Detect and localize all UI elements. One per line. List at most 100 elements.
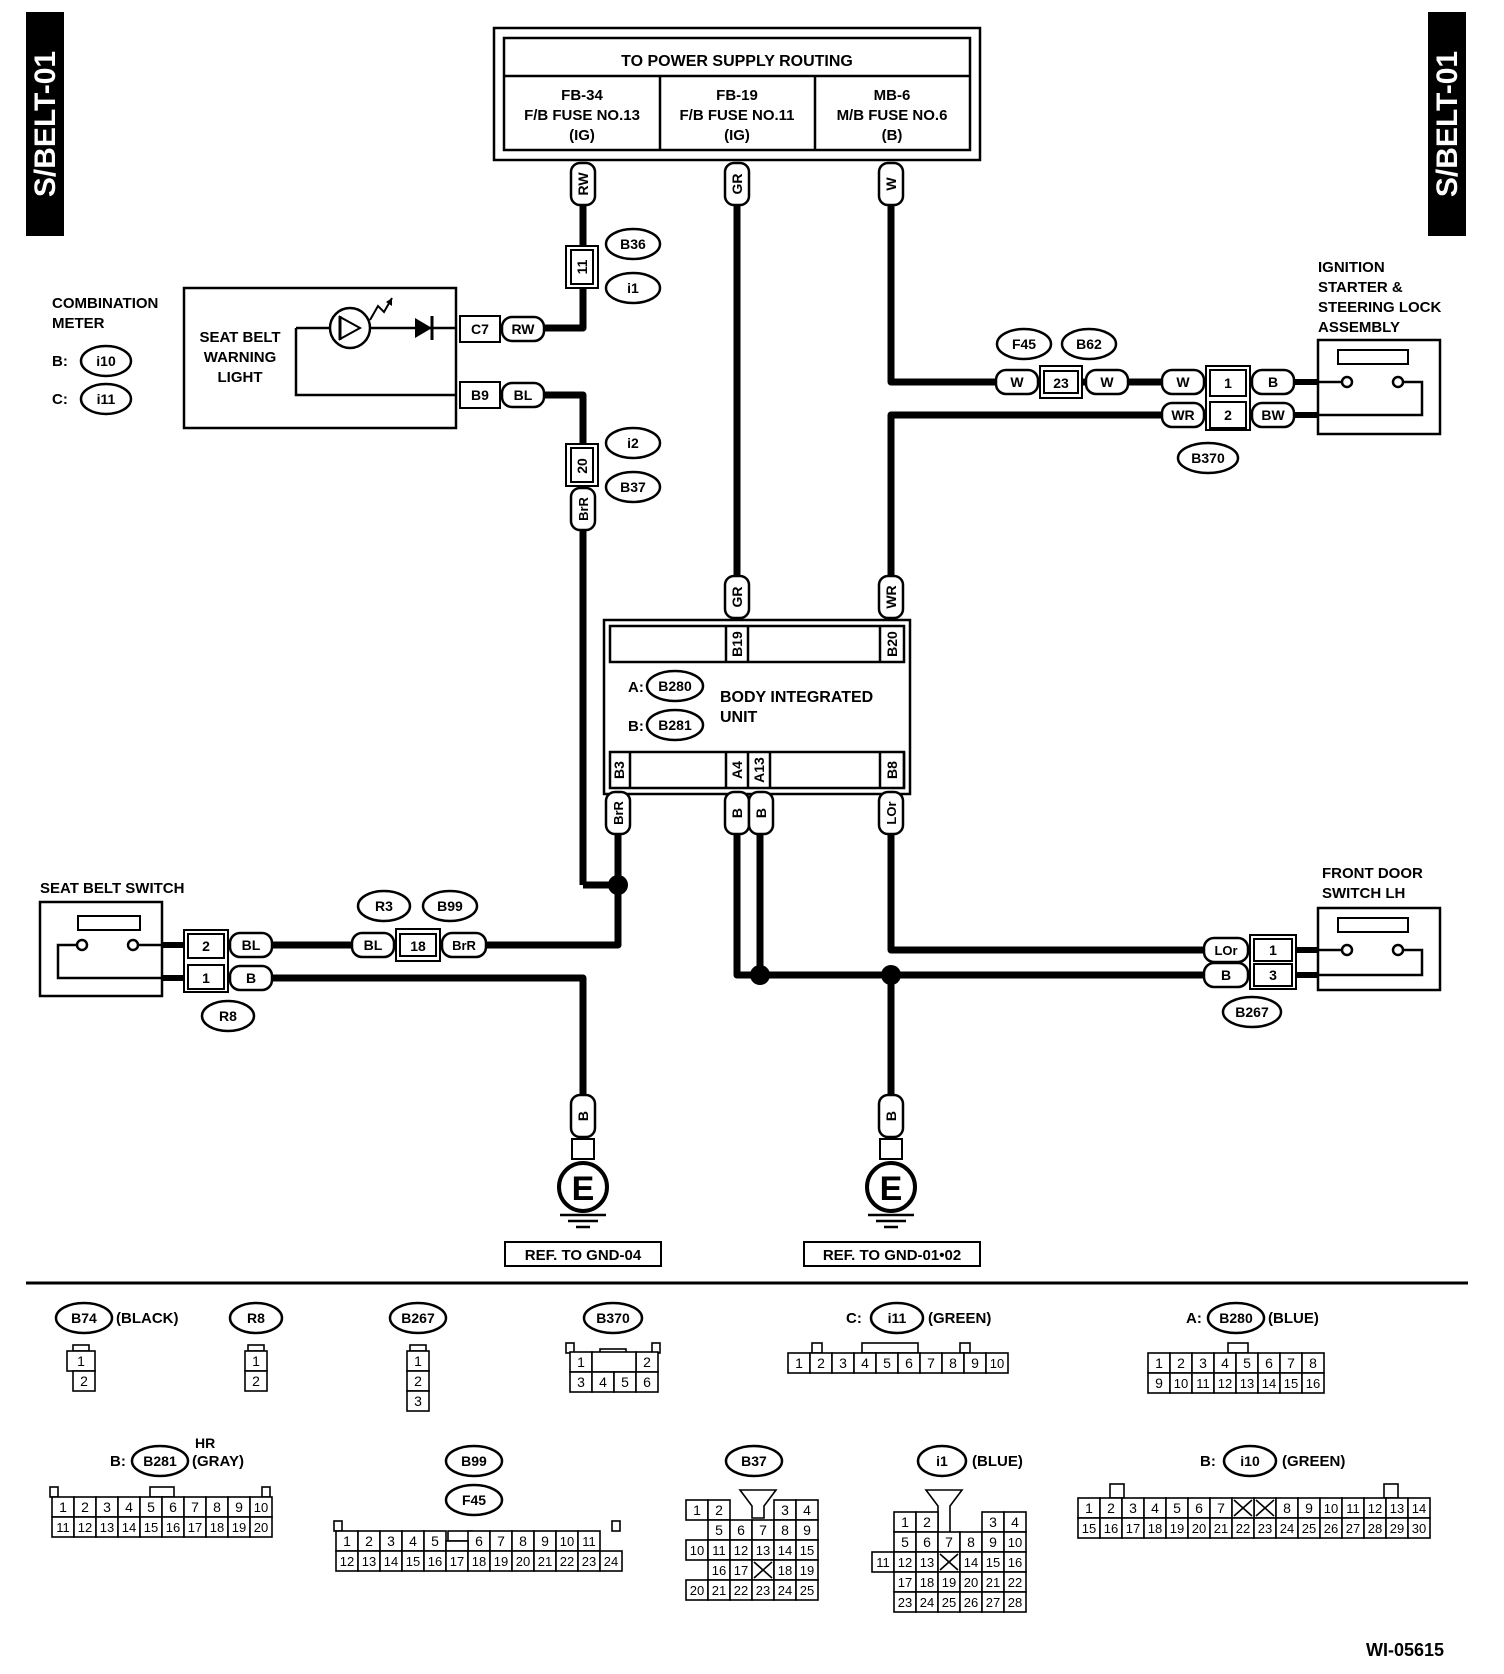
legend-pin-number: 7 — [497, 1533, 505, 1549]
svg-text:B:: B: — [110, 1453, 126, 1470]
svg-text:i11: i11 — [888, 1310, 907, 1326]
legend-pin-number: 4 — [803, 1502, 811, 1518]
inline-connector-18: 18 — [395, 928, 441, 962]
legend-pin-number: 14 — [1262, 1376, 1276, 1391]
wire-label-rw: RW — [500, 315, 546, 343]
svg-text:BrR: BrR — [611, 800, 626, 824]
svg-text:R3: R3 — [375, 898, 393, 914]
legend-pin-number: 25 — [800, 1583, 814, 1598]
svg-text:B: B — [753, 808, 769, 818]
connector-b99: B99 — [421, 889, 479, 923]
legend-pin-cell — [445, 1540, 469, 1552]
pin-b20: B20 — [884, 631, 900, 657]
legend-pin-number: 2 — [715, 1502, 723, 1518]
fuse-1-line2: F/B FUSE NO.13 — [524, 107, 640, 124]
legend-i11-header: C: i11 (GREEN) — [846, 1301, 991, 1335]
ground-right: B E REF. TO GND-01•02 — [803, 1093, 981, 1267]
legend-pin-number: 7 — [1287, 1355, 1295, 1371]
legend-pin-number: 7 — [1217, 1500, 1225, 1516]
legend-pin-number: 6 — [1195, 1500, 1203, 1516]
legend-pin-number: 3 — [387, 1533, 395, 1549]
legend-pin-number: 5 — [883, 1355, 891, 1371]
legend-pin-number: 13 — [756, 1543, 770, 1558]
svg-text:BrR: BrR — [576, 496, 591, 520]
legend-pin-number: 7 — [945, 1534, 953, 1550]
legend-pin-number: 5 — [715, 1522, 723, 1538]
legend-pin-number: 3 — [781, 1502, 789, 1518]
svg-text:(BLACK): (BLACK) — [116, 1310, 178, 1327]
wire-label-bl-r3: BL — [350, 931, 396, 959]
legend-pin-number: 10 — [254, 1500, 268, 1515]
legend-pin-number: 25 — [942, 1595, 956, 1610]
legend-pin-cell — [611, 1520, 621, 1532]
wire-label-b-door: B — [1202, 961, 1250, 989]
legend-pin-number: 2 — [1177, 1355, 1185, 1371]
legend-pin-number: 10 — [1008, 1535, 1022, 1550]
svg-text:BL: BL — [514, 387, 533, 403]
legend-pin-number: 11 — [56, 1520, 70, 1535]
legend-pin-number: 1 — [414, 1353, 422, 1369]
svg-text:18: 18 — [410, 938, 426, 954]
svg-text:C:: C: — [52, 391, 68, 408]
legend-pin-number: 6 — [923, 1534, 931, 1550]
wire-label-bl: BL — [500, 381, 546, 409]
legend-pin-cell — [249, 1516, 273, 1538]
svg-text:(BLUE): (BLUE) — [1268, 1310, 1319, 1327]
legend-pin-number: 15 — [1082, 1521, 1096, 1536]
legend-pin-cell — [1301, 1372, 1325, 1394]
wire-label-bl-sw: BL — [228, 931, 274, 959]
connector-b267-block: 1 3 — [1249, 934, 1297, 990]
svg-text:i1: i1 — [627, 280, 639, 296]
legend-pin-number: 19 — [942, 1575, 956, 1590]
legend-pin-number: 3 — [1199, 1355, 1207, 1371]
legend-pin-number: 4 — [1221, 1355, 1229, 1371]
wire-label-bw-ign: BW — [1250, 401, 1296, 429]
legend-pin-number: 7 — [927, 1355, 935, 1371]
legend-pin-number: 10 — [1324, 1501, 1338, 1516]
legend-pin-cell — [591, 1351, 637, 1373]
legend-pin-number: 19 — [232, 1520, 246, 1535]
legend-pin-number: 3 — [839, 1355, 847, 1371]
legend-pin-number: 19 — [800, 1563, 814, 1578]
legend-pin-cell — [635, 1371, 659, 1393]
legend-pin-number: 20 — [690, 1583, 704, 1598]
legend-pin-number: 3 — [1129, 1500, 1137, 1516]
legend-b370-header: B370 — [582, 1301, 644, 1335]
legend-pin-number: 11 — [1346, 1501, 1360, 1516]
legend-b37-header: B37 — [724, 1444, 784, 1478]
connector-b370-block: 1 2 — [1205, 365, 1251, 431]
legend-pin-number: 24 — [920, 1595, 934, 1610]
pin-b9: B9 — [459, 381, 501, 409]
legend-pin-number: 1 — [1085, 1500, 1093, 1516]
pin-a13: A13 — [751, 757, 767, 783]
svg-text:11: 11 — [574, 259, 590, 274]
legend-pin-number: 22 — [560, 1554, 574, 1569]
svg-text:B74: B74 — [71, 1310, 97, 1326]
svg-text:W: W — [1010, 374, 1024, 390]
legend-pin-cell — [72, 1370, 96, 1392]
legend-pin-number: 2 — [1107, 1500, 1115, 1516]
fuse-3-line2: M/B FUSE NO.6 — [837, 107, 948, 124]
wire-label-brr-biu: BrR — [604, 790, 632, 836]
svg-text:SWITCH LH: SWITCH LH — [1322, 885, 1405, 902]
svg-text:(BLUE): (BLUE) — [972, 1453, 1023, 1470]
legend-pin-number: 10 — [690, 1543, 704, 1558]
svg-text:(GRAY): (GRAY) — [192, 1453, 244, 1470]
legend-pin-number: 11 — [582, 1534, 596, 1549]
legend-pin-number: 6 — [737, 1522, 745, 1538]
wire-label-gr-biu: GR — [723, 574, 751, 620]
page-tab-right-label: S/BELT-01 — [1431, 51, 1464, 197]
inline-connector-20: 20 — [565, 443, 599, 487]
legend-pin-cell — [49, 1486, 59, 1498]
power-supply-box: TO POWER SUPPLY ROUTING FB-34 F/B FUSE N… — [492, 26, 982, 162]
inline-connector-23: 23 — [1039, 365, 1083, 399]
svg-text:B62: B62 — [1076, 336, 1102, 352]
legend-pin-number: 28 — [1008, 1595, 1022, 1610]
svg-text:1: 1 — [1269, 942, 1277, 958]
legend-pin-cell — [409, 1344, 427, 1352]
legend-pin-number: 6 — [475, 1533, 483, 1549]
svg-text:HR: HR — [195, 1435, 215, 1451]
legend-pin-number: 5 — [1173, 1500, 1181, 1516]
legend-pin-cell — [811, 1342, 823, 1354]
